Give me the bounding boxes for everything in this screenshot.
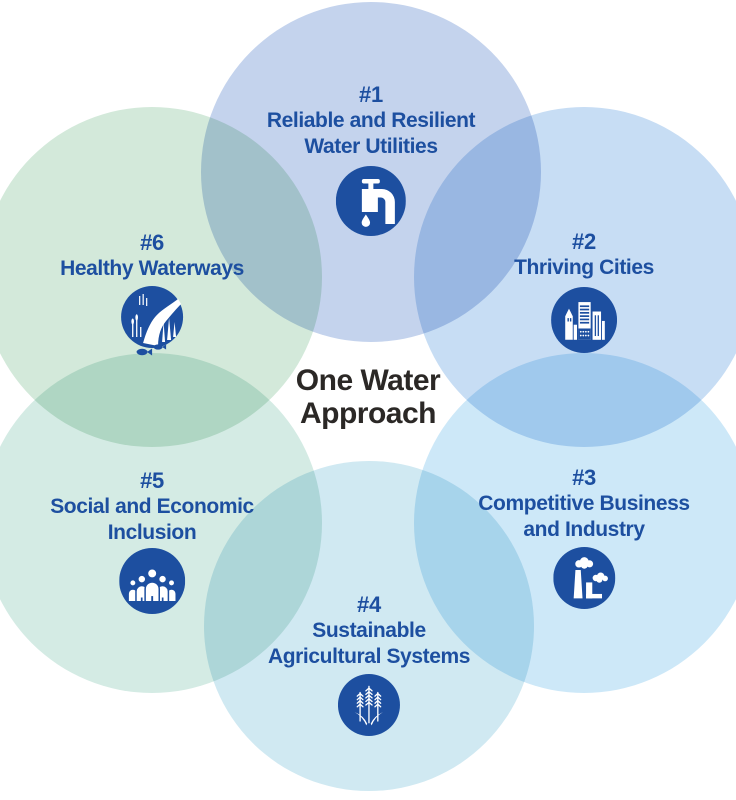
section-2-number: #2 <box>572 229 596 254</box>
section-6-number: #6 <box>140 230 164 255</box>
section-3-number: #3 <box>572 465 596 490</box>
section-4-title-line: Sustainable <box>312 619 426 642</box>
section-3-title-line: and Industry <box>523 518 645 541</box>
section-5-number: #5 <box>140 468 164 493</box>
section-5-title-line: Social and Economic <box>50 495 254 518</box>
river-fish-icon <box>121 286 183 356</box>
section-4-title-line: Agricultural Systems <box>267 645 471 668</box>
faucet-icon <box>335 166 406 236</box>
factory-icon <box>553 547 615 609</box>
section-2-title-line: Thriving Cities <box>514 256 654 279</box>
center-title-line: One Water <box>295 364 441 397</box>
wheat-icon <box>337 674 400 736</box>
section-2-thriving-cities: #2 Thriving Cities <box>514 229 654 353</box>
center-title-line: Approach <box>299 397 437 430</box>
section-3-competitive-business: #3 Competitive Business and Industry <box>478 465 690 609</box>
section-4-sustainable-agriculture: #4 Sustainable Agricultural Systems <box>268 592 470 736</box>
section-5-social-economic-inclusion: #5 Social and Economic Inclusion <box>50 468 254 614</box>
section-6-title-line: Healthy Waterways <box>60 257 244 280</box>
section-6-healthy-waterways: #6 Healthy Waterways <box>60 230 244 360</box>
people-group-icon <box>119 548 185 614</box>
section-3-title-line: Competitive Business <box>478 492 690 515</box>
section-5-title-line: Inclusion <box>107 521 197 544</box>
section-1-number: #1 <box>359 82 383 107</box>
section-4-number: #4 <box>357 592 381 617</box>
city-skyline-icon <box>550 287 617 353</box>
circle-healthy-waterways <box>0 107 322 447</box>
section-1-title-line: Reliable and Resilient <box>266 109 476 132</box>
center-title: One Water Approach <box>295 364 441 430</box>
section-1-reliable-water-utilities: #1 Reliable and Resilient Water Utilitie… <box>266 82 476 236</box>
section-1-title-line: Water Utilities <box>304 135 438 158</box>
